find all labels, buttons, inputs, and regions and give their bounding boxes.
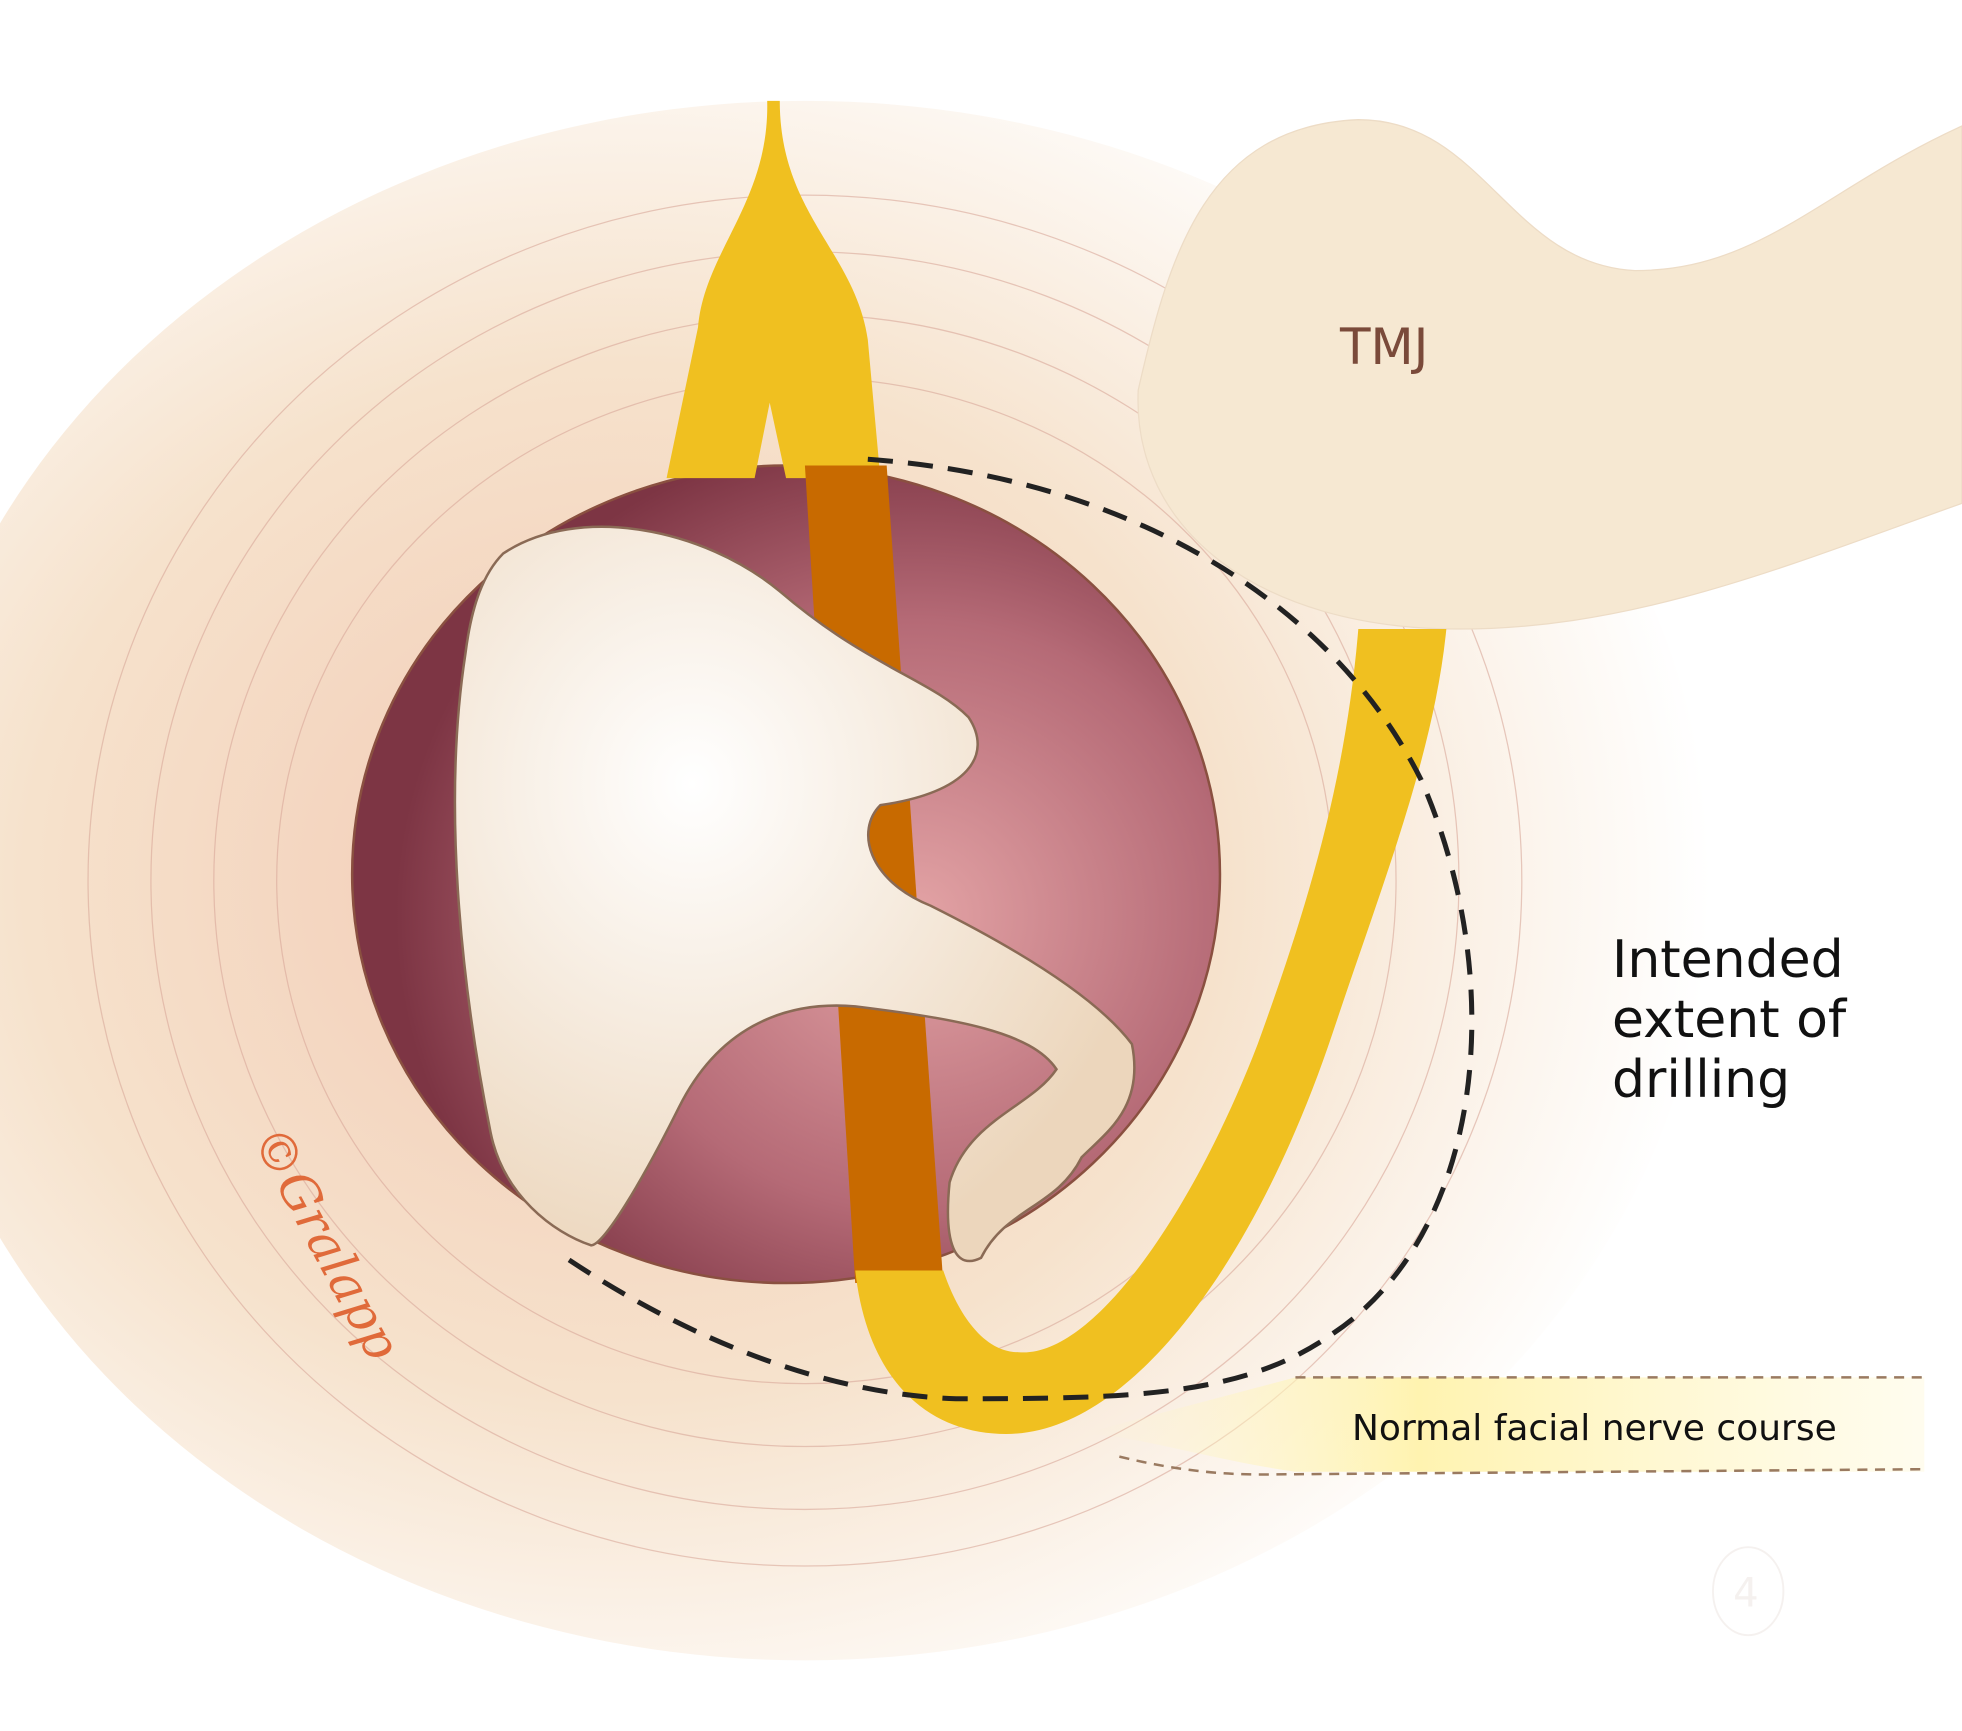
normal-facial-nerve-label: Normal facial nerve course xyxy=(1352,1408,1837,1449)
drilling-extent-dashed-line xyxy=(564,456,1475,1402)
facial-nerve-upper xyxy=(666,100,881,479)
corner-mark-icon: 4 xyxy=(1712,1546,1785,1637)
intended-extent-label: Intended extent of drilling xyxy=(1612,930,1847,1110)
normal-facial-nerve-band xyxy=(1081,1377,1925,1472)
svg-text:4: 4 xyxy=(1733,1570,1759,1616)
normal-facial-nerve-outline xyxy=(1119,1376,1925,1476)
tmj-region xyxy=(1137,119,1962,630)
tmj-label: TMJ xyxy=(1340,318,1429,376)
ossicular-chain xyxy=(453,525,1136,1263)
facial-nerve-lower-loop xyxy=(855,629,1447,1434)
